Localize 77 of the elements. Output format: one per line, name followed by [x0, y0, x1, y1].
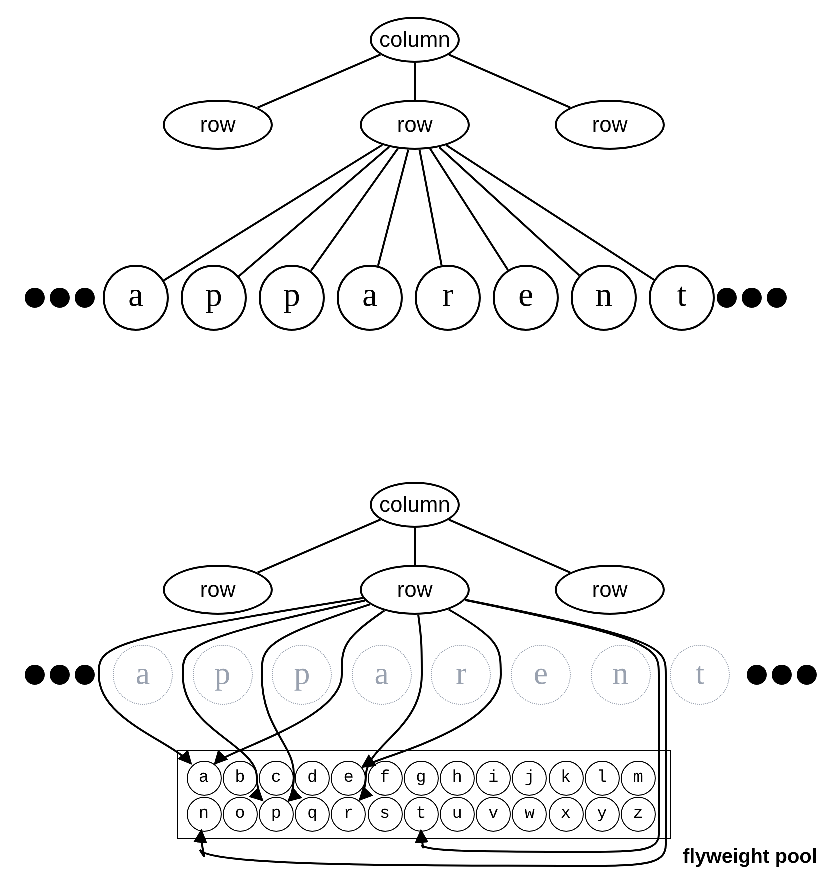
glyph-label: y	[597, 806, 608, 822]
node-label: row	[200, 114, 236, 136]
faded-letter: p	[294, 657, 310, 693]
node-label: row	[397, 114, 433, 136]
letter-label: p	[284, 279, 300, 316]
connector-line	[164, 144, 384, 282]
node-label: row	[397, 579, 433, 601]
faded-letter: a	[374, 657, 389, 693]
letter-label: r	[442, 279, 454, 316]
glyph-label: z	[633, 806, 644, 822]
connector-line	[446, 144, 655, 281]
glyph-label: r	[344, 806, 354, 822]
arrow	[194, 599, 667, 867]
connector-line	[377, 150, 410, 266]
arrow	[358, 614, 423, 802]
ellipse-node	[163, 565, 273, 615]
glyph-label: w	[524, 806, 535, 822]
connector-line	[418, 150, 443, 266]
faded-letter: p	[214, 657, 231, 693]
connector-line	[258, 54, 382, 109]
glyph-label: d	[307, 770, 318, 786]
node-label: column	[380, 494, 450, 516]
glyph-label: k	[560, 770, 572, 786]
glyph-label: s	[380, 806, 390, 822]
glyph-label: m	[633, 770, 644, 786]
arrow	[214, 610, 386, 765]
connector-line	[448, 519, 571, 574]
faded-letter: e	[534, 657, 548, 693]
connector-line	[414, 528, 416, 565]
connector-line	[430, 148, 510, 271]
glyph-label: c	[271, 770, 282, 786]
arrow	[182, 600, 366, 802]
letter-label: n	[596, 279, 612, 316]
arrow	[261, 604, 371, 802]
connector-line	[438, 146, 580, 276]
glyph-label: a	[198, 770, 210, 786]
connector-line	[448, 54, 571, 109]
ellipse-node	[360, 565, 470, 615]
faded-letter: t	[696, 657, 705, 693]
glyph-label: j	[524, 770, 535, 786]
arrow	[361, 608, 502, 768]
glyph-label: h	[452, 770, 462, 786]
glyph-label: b	[235, 770, 246, 786]
pool-heading: flyweight pool	[683, 847, 818, 867]
connector-line	[414, 63, 416, 100]
faded-letter: r	[456, 657, 467, 693]
connector-line	[258, 518, 382, 574]
node-label: row	[592, 579, 628, 601]
glyph-label: g	[416, 770, 426, 786]
ellipse-node	[370, 17, 460, 63]
arrow	[415, 599, 660, 853]
connector-line	[310, 148, 399, 272]
node-label: row	[200, 579, 236, 601]
arrow	[98, 597, 364, 765]
glyph-label: o	[235, 806, 246, 822]
connector-line	[238, 146, 390, 278]
glyph-label: q	[307, 806, 318, 822]
glyph-label: f	[380, 770, 390, 786]
faded-letter: n	[612, 657, 629, 693]
letter-label: t	[677, 279, 687, 316]
glyph-label: n	[198, 806, 210, 822]
node-label: column	[380, 29, 450, 51]
letter-label: e	[518, 279, 534, 316]
glyph-label: i	[488, 770, 499, 786]
glyph-label: e	[344, 770, 354, 786]
letter-label: p	[206, 279, 222, 316]
node-label: row	[592, 114, 628, 136]
glyph-label: u	[452, 806, 462, 822]
glyph-label: p	[271, 806, 282, 822]
ellipse-node	[370, 482, 460, 528]
glyph-label: v	[488, 806, 499, 822]
glyph-label: l	[597, 770, 608, 786]
faded-letter: a	[136, 657, 150, 693]
letter-label: a	[362, 279, 378, 316]
glyph-label: t	[416, 806, 426, 822]
letter-label: a	[128, 279, 144, 316]
glyph-label: x	[560, 806, 572, 822]
